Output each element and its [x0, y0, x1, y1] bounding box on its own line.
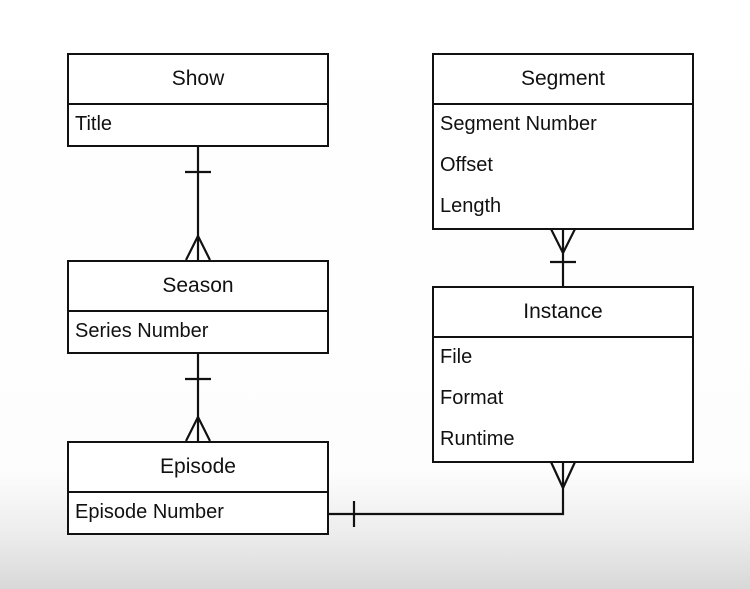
relationship-show-season [185, 146, 211, 261]
entity-segment-attribute-segment-number: Segment Number [440, 113, 597, 135]
entity-season-name: Season [69, 262, 327, 312]
entity-season-attribute-series-number: Series Number [75, 320, 209, 342]
entity-show-attribute-title: Title [75, 113, 113, 135]
entity-show[interactable]: Show Title [67, 53, 329, 147]
entity-segment-name: Segment [434, 55, 692, 105]
entity-instance-attribute-runtime: Runtime [440, 428, 515, 450]
entity-season[interactable]: Season Series Number [67, 260, 329, 354]
entity-episode-attribute-episode-number: Episode Number [75, 501, 224, 523]
entity-instance-attribute-file: File [440, 346, 473, 368]
relationship-instance-segment [550, 228, 576, 286]
entity-segment-attribute-offset: Offset [440, 154, 493, 176]
entity-episode[interactable]: Episode Episode Number [67, 441, 329, 535]
entity-instance-name: Instance [434, 288, 692, 338]
relationship-season-episode [185, 353, 211, 442]
entity-show-name: Show [69, 55, 327, 105]
entity-segment[interactable]: Segment Segment Number Offset Length [432, 53, 694, 230]
entity-segment-attribute-length: Length [440, 195, 502, 217]
entity-instance-attribute-format: Format [440, 387, 504, 409]
relationship-episode-instance [328, 461, 576, 527]
entity-instance[interactable]: Instance File Format Runtime [432, 286, 694, 463]
entity-episode-name: Episode [69, 443, 327, 493]
